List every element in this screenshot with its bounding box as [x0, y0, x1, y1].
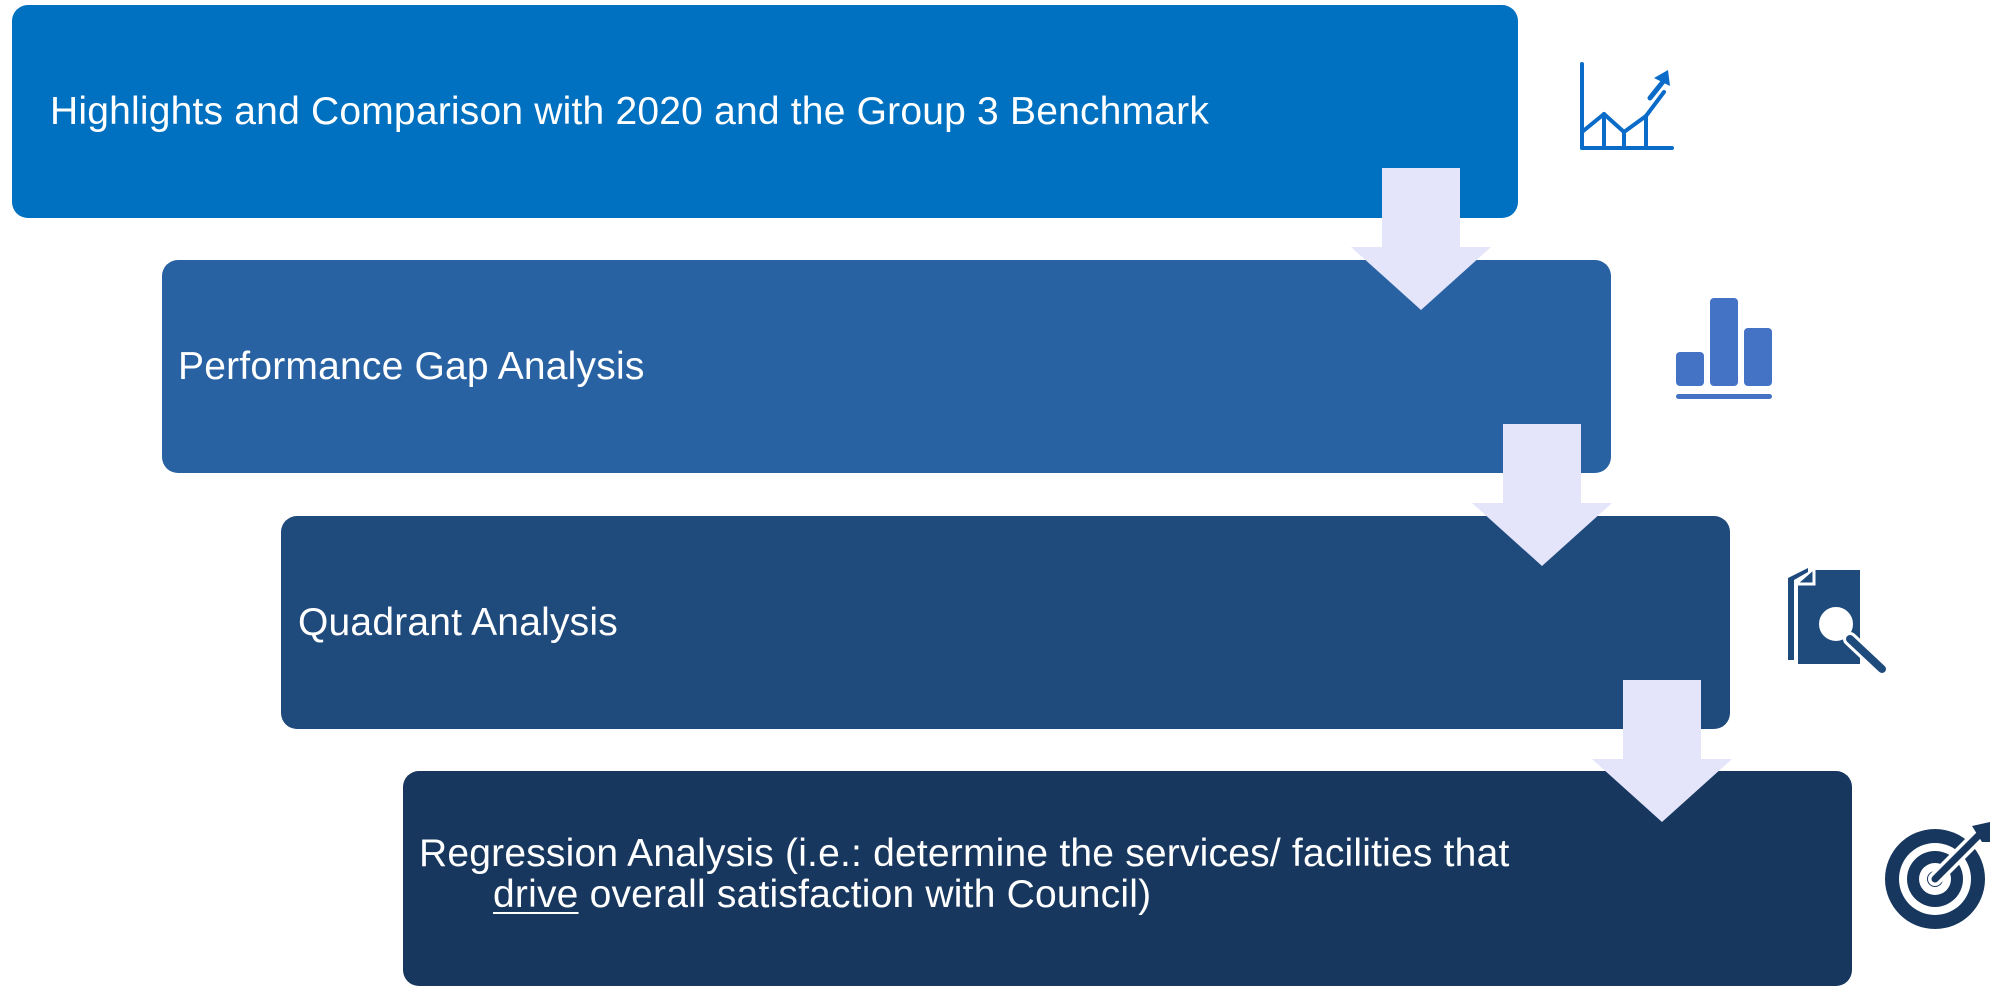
down-arrow — [1351, 168, 1491, 310]
step-regression-analysis: Regression Analysis (i.e.: determine the… — [403, 771, 1852, 986]
step-label: Performance Gap Analysis — [178, 344, 645, 388]
step-performance-gap-analysis: Performance Gap Analysis — [162, 260, 1611, 473]
step-label-rest: overall satisfaction with Council) — [578, 873, 1152, 916]
step-label-line1: Regression Analysis (i.e.: determine the… — [419, 832, 1510, 875]
step-label: Quadrant Analysis — [298, 600, 618, 644]
step-label-line2: drive overall satisfaction with Council) — [419, 874, 1510, 915]
step-label: Regression Analysis (i.e.: determine the… — [419, 833, 1510, 915]
step-label-emphasis: drive — [493, 873, 579, 916]
line-chart-trend-icon — [1580, 62, 1674, 150]
step-quadrant-analysis: Quadrant Analysis — [281, 516, 1730, 729]
step-label: Highlights and Comparison with 2020 and … — [50, 89, 1210, 133]
document-search-icon — [1788, 568, 1889, 676]
down-arrow — [1592, 680, 1732, 822]
bar-chart-icon — [1676, 298, 1772, 399]
target-icon — [1885, 822, 1990, 929]
step-highlights-comparison: Highlights and Comparison with 2020 and … — [12, 5, 1518, 218]
down-arrow — [1472, 424, 1612, 566]
